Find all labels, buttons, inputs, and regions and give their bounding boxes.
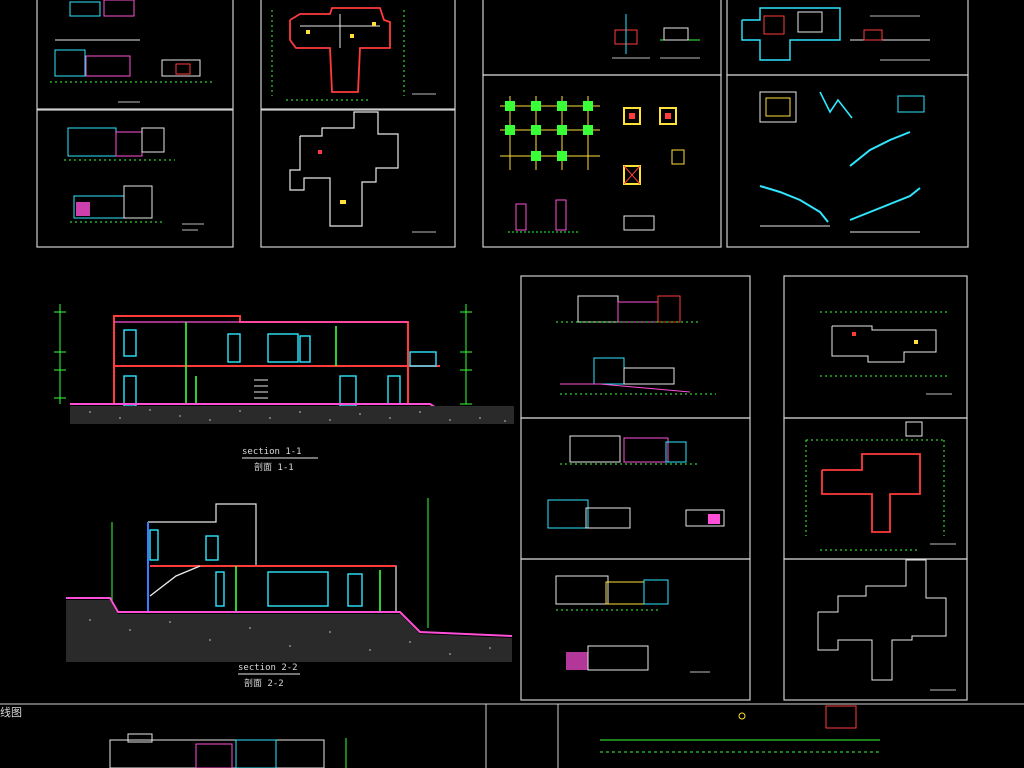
section-1-1-title: section 1-1 xyxy=(242,447,302,457)
section-2-2-subtitle: 剖面 2-2 xyxy=(244,677,284,689)
frame-roof-plan-top xyxy=(260,109,456,248)
section-2-2-title: section 2-2 xyxy=(238,663,298,673)
frame-elevation-thumbs-mr3 xyxy=(520,558,751,701)
frame-plan-right-1 xyxy=(783,275,968,419)
frame-plan-right-2 xyxy=(783,417,968,560)
frame-elevation-thumbs-mid xyxy=(36,109,234,248)
section-1-1-subtitle: 剖面 1-1 xyxy=(254,461,294,473)
section-2-2-drawing xyxy=(66,498,513,675)
frame-elevation-thumbs-mr2 xyxy=(520,417,751,560)
frame-elevation-thumbs-mr1 xyxy=(520,275,751,419)
frame-roof-plan-right xyxy=(783,558,968,701)
bottom-strip xyxy=(0,703,1024,768)
frame-elevation-thumbs-top xyxy=(36,0,234,110)
bottom-left-caption: 线图 xyxy=(0,705,22,719)
frame-node-details-top xyxy=(482,0,722,76)
frame-floor-plan-top xyxy=(260,0,456,110)
frame-plan-details-top-right xyxy=(726,0,969,76)
frame-foundation-plan xyxy=(482,74,722,248)
frame-stair-details xyxy=(726,74,969,248)
section-1-1-drawing xyxy=(54,304,514,459)
